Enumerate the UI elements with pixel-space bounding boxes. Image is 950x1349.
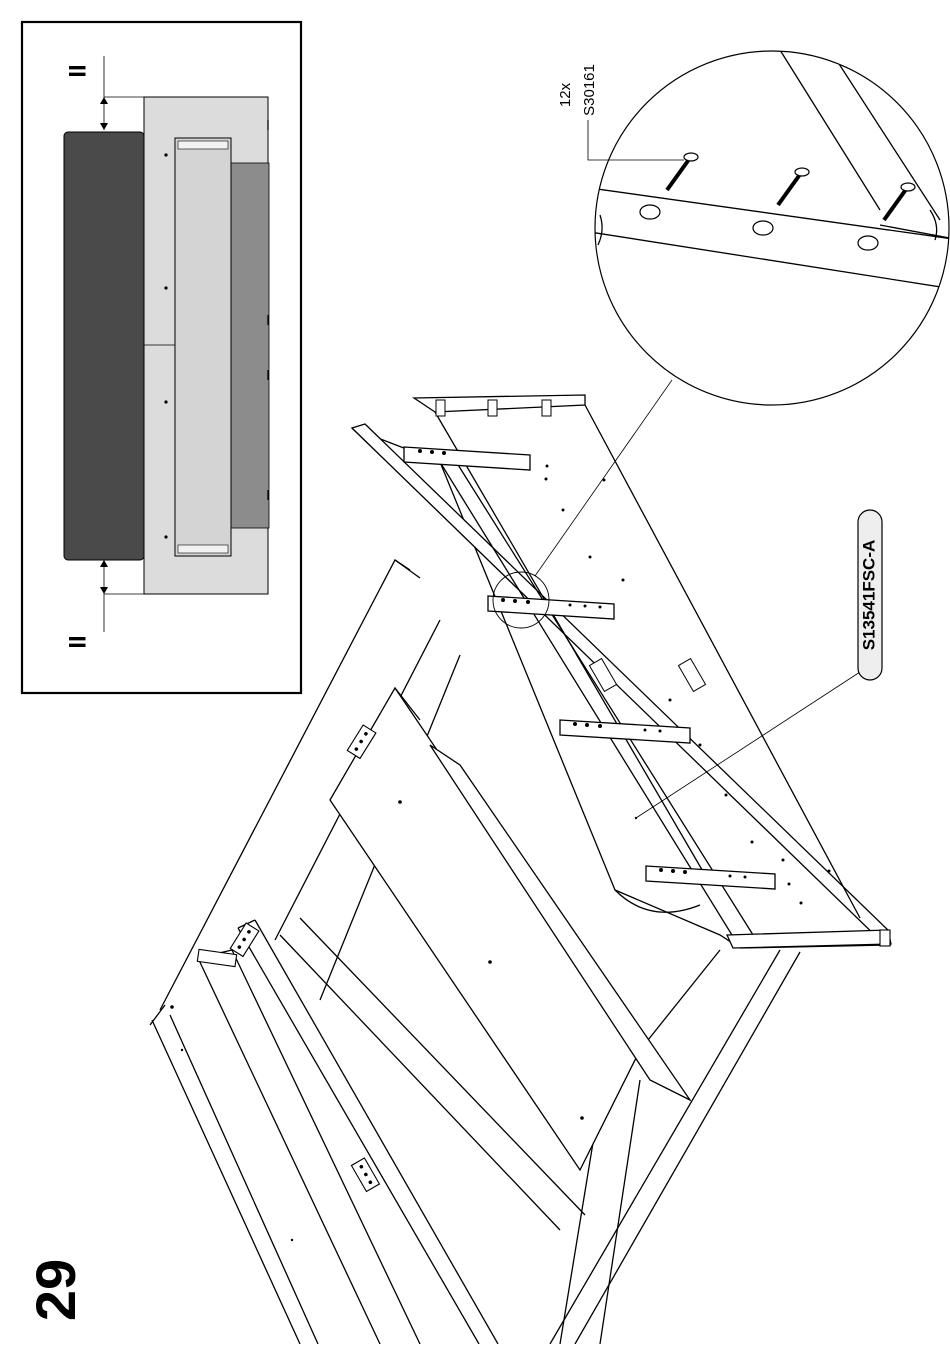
screw-part-code: S30161: [581, 64, 598, 116]
mattress-side-view: [64, 132, 144, 560]
drawer-box: [175, 138, 231, 556]
gap-mark-bottom: II: [64, 635, 91, 648]
panel-label-group: S13541FSC-A: [858, 510, 882, 680]
screw-quantity: 12x: [557, 82, 574, 107]
gap-mark-top: II: [64, 64, 91, 77]
detail-inset: II II: [22, 22, 301, 693]
drawer-shade: [229, 163, 269, 528]
bracket-3: [351, 1158, 379, 1191]
step-number: 29: [24, 1259, 87, 1321]
bracket-2: [230, 923, 259, 956]
panel-label: S13541FSC-A: [859, 540, 878, 651]
